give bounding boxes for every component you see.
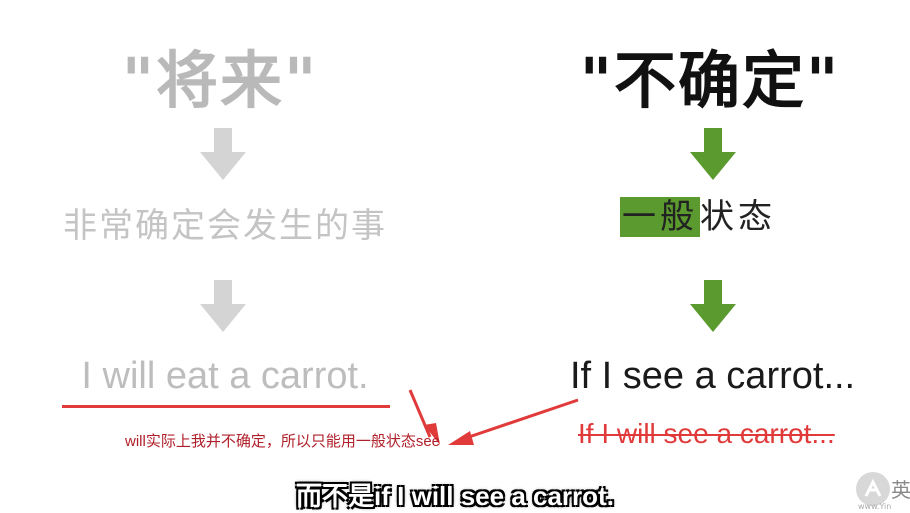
right-title: "不确定" [579,44,841,117]
left-title: "将来" [121,44,319,117]
logo-mark-icon [864,478,882,497]
right-sentence: If I see a carrot... [570,355,856,397]
watermark-char: 英 [891,478,910,502]
green-down-arrow-icon [690,128,736,180]
annotation-arrows-icon [408,389,579,445]
annotation-note: will实际上我并不确定，所以只能用一般状态see [125,433,441,450]
highlighted-word: 一般 [620,197,700,237]
left-subtitle: 非常确定会发生的事 [63,206,387,246]
struck-sentence: If I will see a carrot... [578,418,835,449]
subtitle-rest: 状态 [700,197,776,237]
red-underline [62,405,390,408]
watermark-url: www.Yin [858,502,892,511]
gray-down-arrow-icon [200,128,246,180]
subtitle-caption: 而不是if I will see a carrot. [296,481,614,511]
left-sentence: I will eat a carrot. [81,355,369,397]
watermark-logo [856,472,890,506]
gray-down-arrow-icon [200,280,246,332]
green-down-arrow-icon [690,280,736,332]
right-subtitle: 一般状态 [620,188,776,246]
